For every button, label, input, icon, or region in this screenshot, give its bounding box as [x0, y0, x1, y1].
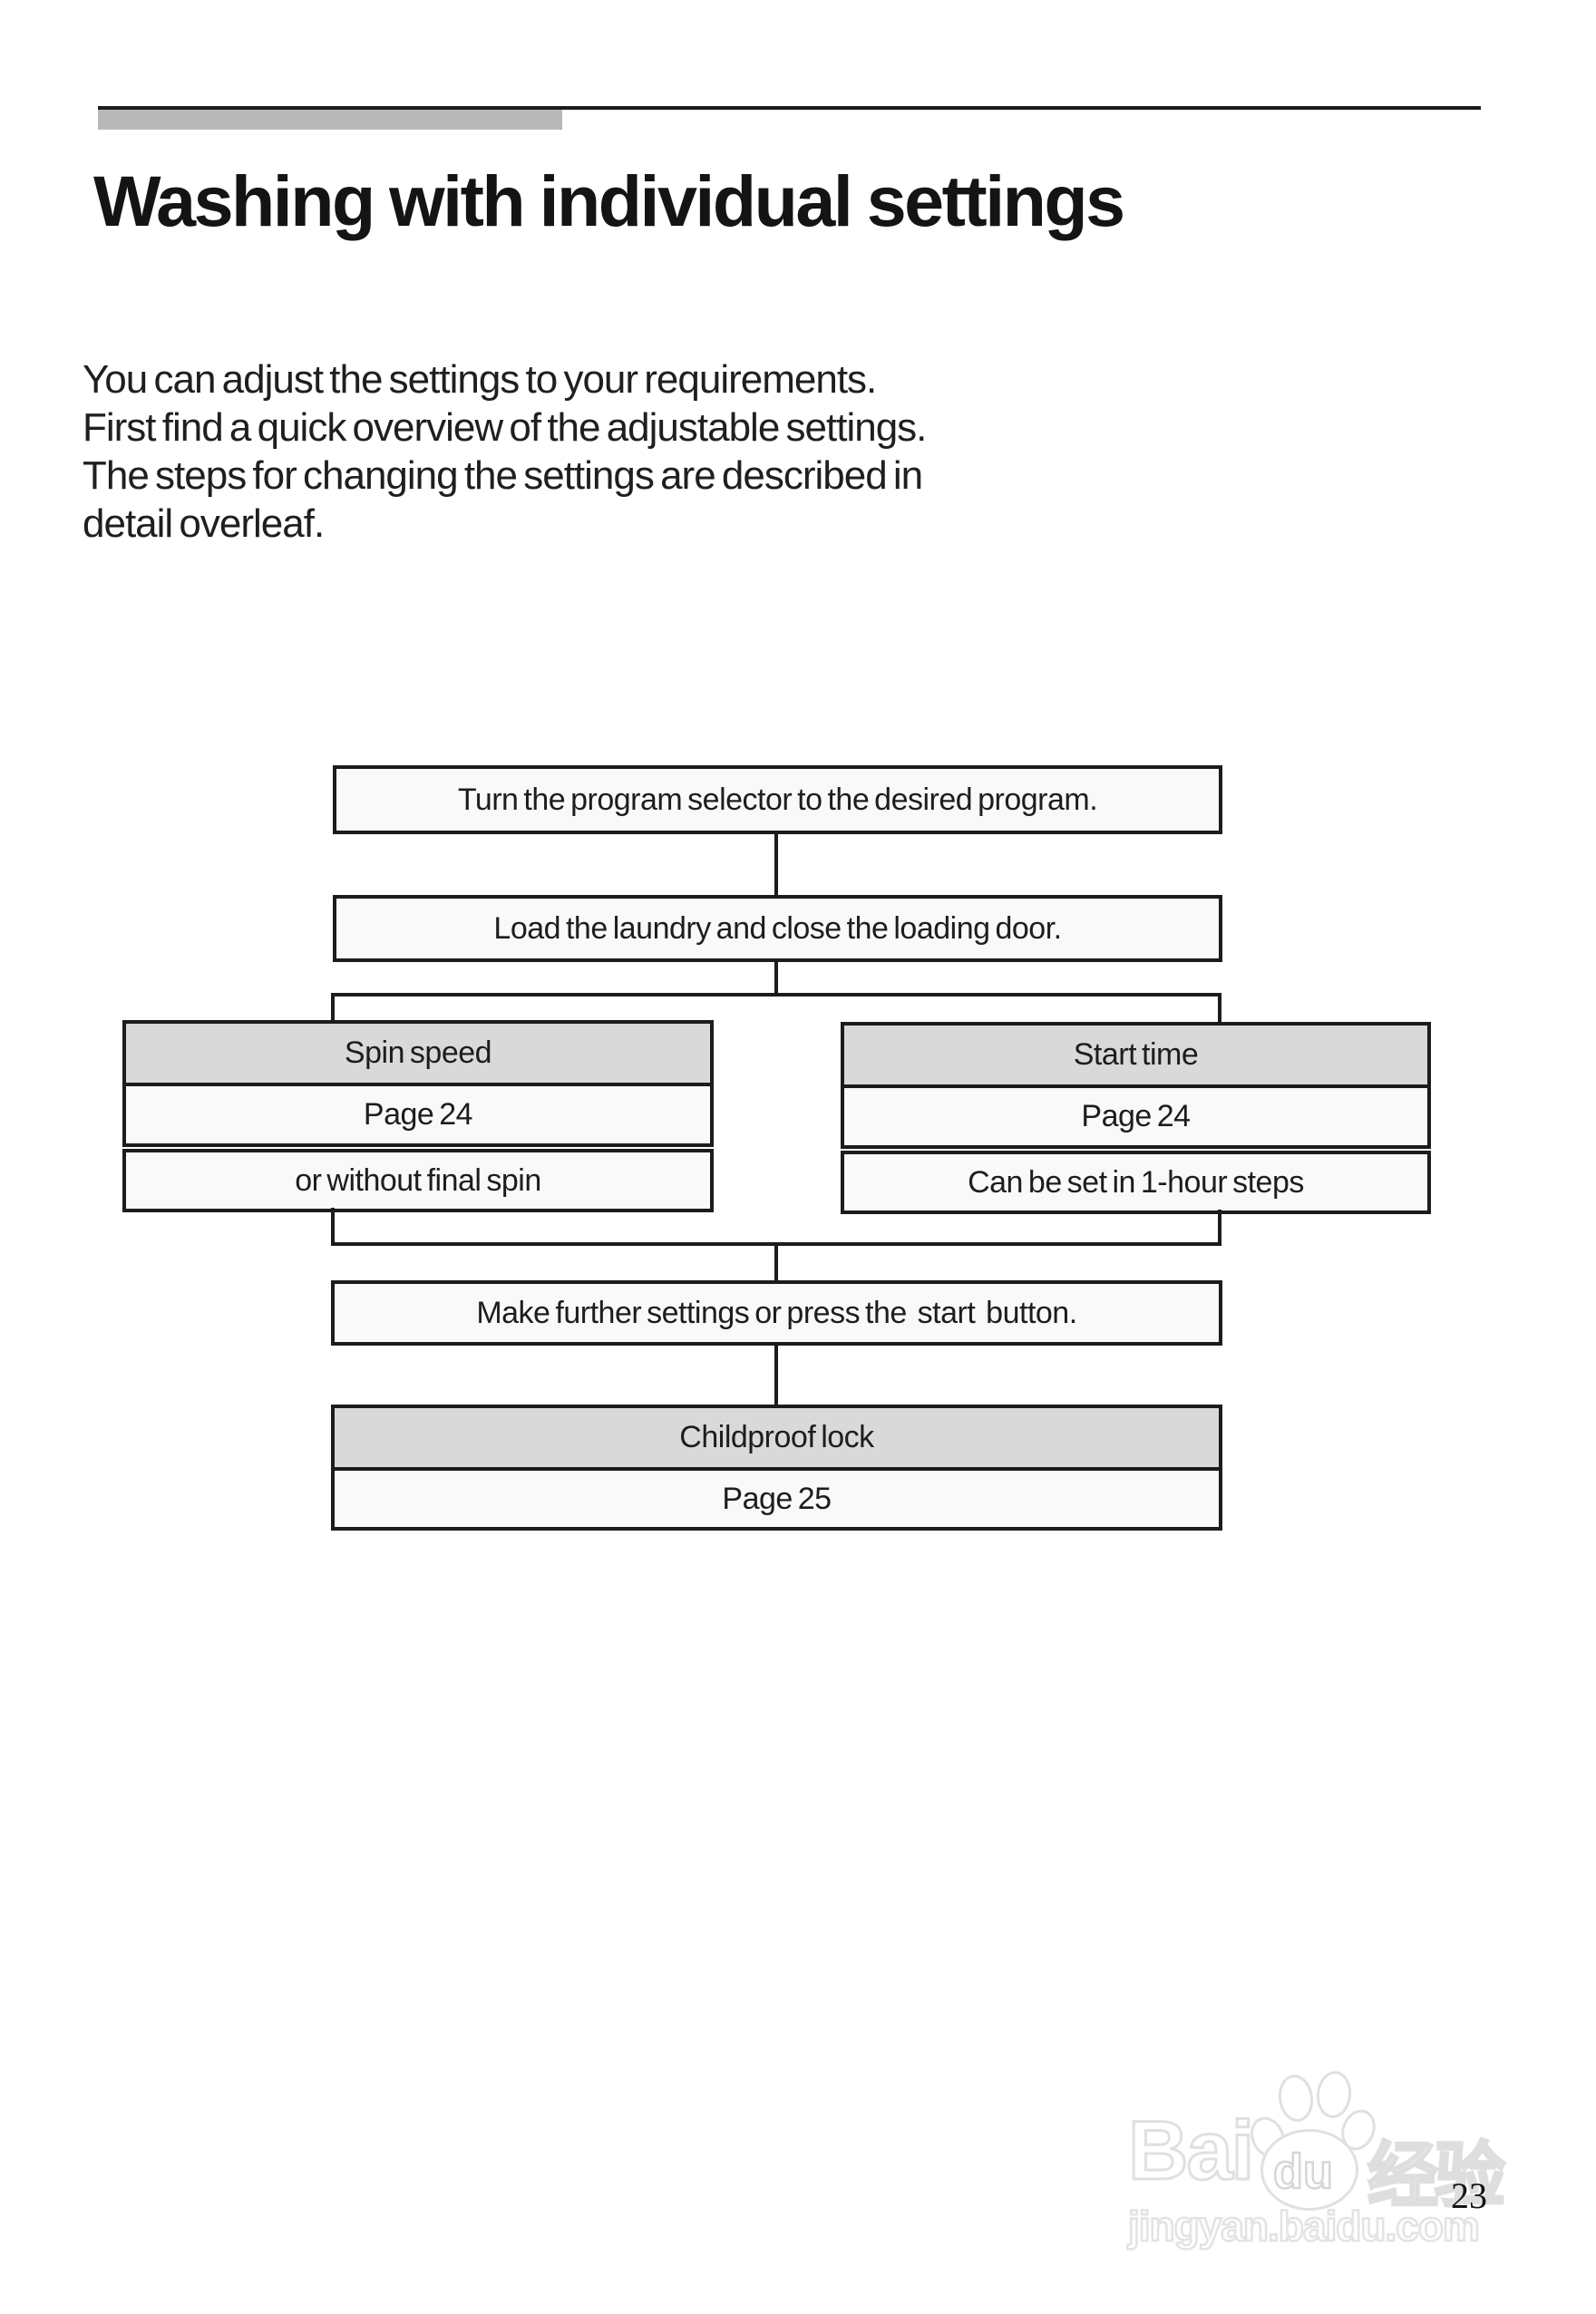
table-row: Can be set in 1-hour steps	[841, 1151, 1431, 1214]
connector-line	[774, 960, 778, 997]
flowchart-step-further-settings: Make further settings or press the start…	[331, 1280, 1222, 1346]
intro-line: The steps for changing the settings are …	[83, 453, 923, 498]
page-number: 23	[1451, 2175, 1487, 2216]
connector-line	[1218, 995, 1221, 1026]
watermark-domain-text: jingyan.baidu.com	[1127, 2202, 1481, 2251]
page-title: Washing with individual settings	[93, 160, 1125, 241]
connector-line	[1218, 1210, 1221, 1246]
intro-line: detail overleaf.	[83, 501, 325, 546]
intro-line: You can adjust the settings to your requ…	[83, 357, 877, 402]
table-header: Childproof lock	[331, 1405, 1222, 1471]
table-row: Page 25	[331, 1467, 1222, 1531]
connector-line	[774, 1244, 778, 1282]
watermark-du-text: du	[1272, 2144, 1334, 2201]
paw-icon: du	[1244, 2069, 1382, 2216]
header-rule	[98, 106, 1481, 110]
connector-line	[774, 832, 778, 898]
baidu-jingyan-watermark: Bai du 经验 jingyan.baidu.com	[1126, 2069, 1518, 2256]
table-row: Page 24	[122, 1083, 714, 1147]
connector-line	[331, 1208, 335, 1246]
table-header: Start time	[841, 1022, 1431, 1088]
watermark-jingyan-cn-text: 经验	[1366, 2134, 1506, 2217]
intro-paragraph: You can adjust the settings to your requ…	[83, 355, 1298, 548]
connector-line	[331, 995, 335, 1024]
header-gray-bar	[98, 110, 562, 130]
flowchart-step-program-selector: Turn the program selector to the desired…	[333, 765, 1222, 834]
table-row: or without final spin	[122, 1149, 714, 1212]
intro-line: First find a quick overview of the adjus…	[83, 405, 927, 450]
connector-line	[331, 993, 1221, 997]
connector-line	[774, 1344, 778, 1406]
paw-toe-shape	[1275, 2072, 1317, 2124]
table-header: Spin speed	[122, 1020, 714, 1086]
flowchart-step-load-laundry: Load the laundry and close the loading d…	[333, 895, 1222, 962]
paw-pad-shape	[1260, 2129, 1358, 2211]
watermark-bai-text: Bai	[1126, 2104, 1255, 2199]
childproof-lock-table: Childproof lock Page 25	[331, 1405, 1222, 1531]
paw-toe-shape	[1314, 2069, 1354, 2120]
start-time-table: Start time Page 24 Can be set in 1-hour …	[841, 1022, 1431, 1214]
table-row: Page 24	[841, 1084, 1431, 1149]
spin-speed-table: Spin speed Page 24 or without final spin	[122, 1020, 714, 1212]
